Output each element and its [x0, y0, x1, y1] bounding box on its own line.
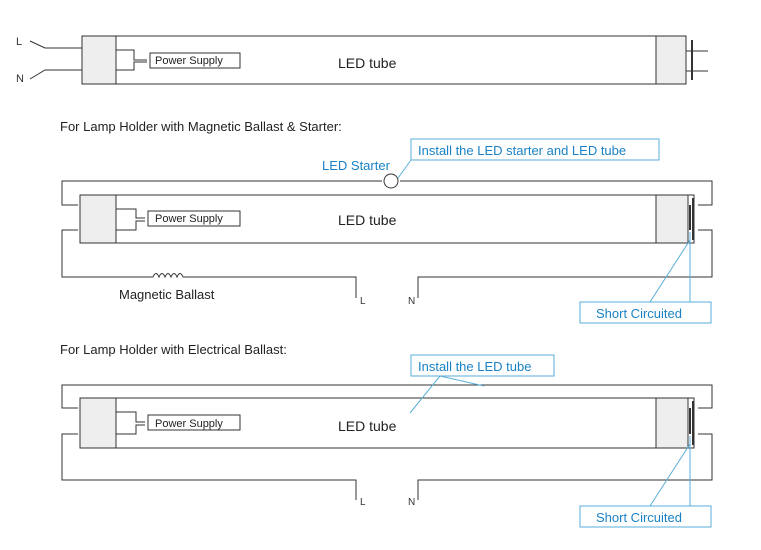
callout-pointer-starter — [397, 159, 412, 179]
callout-install-tube: Install the LED tube — [418, 359, 531, 374]
callout-box-short-circuited-2 — [579, 505, 712, 528]
diagram-electrical-ballast — [61, 384, 713, 500]
label-l-electrical: L — [360, 497, 366, 508]
wire-ballast-to-l — [183, 276, 357, 298]
led-tube-label-1: LED tube — [338, 55, 397, 71]
label-n-direct: N — [16, 73, 24, 85]
wire-left-to-l — [61, 433, 357, 500]
tube-end-cap-right-2 — [655, 194, 689, 244]
led-starter-symbol — [383, 173, 399, 189]
tube-end-cap-right-1 — [655, 35, 687, 85]
callout-install-starter-and-tube: Install the LED starter and LED tube — [418, 143, 626, 158]
wire-l-direct — [29, 40, 82, 49]
label-n-electrical: N — [408, 497, 415, 508]
wire-right-to-n — [417, 229, 713, 298]
power-supply-label-2: Power Supply — [155, 213, 223, 225]
power-supply-label-1: Power Supply — [155, 55, 223, 67]
magnetic-ballast-coil — [152, 273, 184, 279]
callout-box-install-tube — [410, 354, 555, 377]
ps-wire-top-1 — [116, 49, 147, 61]
label-n-magnetic: N — [408, 296, 415, 307]
led-tube-label-3: LED tube — [338, 418, 397, 434]
callout-pointer-tube-left — [409, 375, 441, 414]
ps-wire-bottom-2 — [116, 220, 145, 231]
tube-end-cap-left-1 — [81, 35, 117, 85]
wire-starter-left — [61, 180, 382, 206]
wire-top-loop — [61, 384, 713, 409]
callout-pointer-short-2b — [649, 443, 691, 507]
diagram-direct-wiring — [29, 35, 708, 85]
callout-box-install-starter — [410, 138, 660, 161]
callout-pointer-tube-right — [439, 375, 485, 387]
callouts-magnetic — [397, 138, 712, 324]
label-l-magnetic: L — [360, 296, 366, 307]
ps-wire-bottom-1 — [116, 61, 147, 71]
wire-starter-right — [400, 180, 713, 206]
ps-wire-top-3 — [116, 411, 145, 423]
label-l-direct: L — [16, 36, 22, 48]
led-starter-label: LED Starter — [322, 158, 391, 173]
tube-end-cap-left-2 — [79, 194, 117, 244]
tube-end-cap-right-3 — [655, 397, 689, 449]
power-supply-box-3 — [147, 414, 241, 431]
callout-pointer-short-1b — [649, 239, 691, 303]
power-supply-box-1 — [149, 52, 241, 69]
callouts-electrical — [409, 354, 712, 528]
callout-box-short-circuited-1 — [579, 301, 712, 324]
callout-short-circuited-1: Short Circuited — [596, 306, 682, 321]
wire-right-to-n-2 — [417, 433, 713, 500]
wire-to-ballast — [61, 229, 153, 278]
callout-short-circuited-2: Short Circuited — [596, 510, 682, 525]
section-title-electrical: For Lamp Holder with Electrical Ballast: — [60, 342, 287, 357]
magnetic-ballast-label: Magnetic Ballast — [119, 287, 215, 302]
power-supply-label-3: Power Supply — [155, 418, 223, 430]
ps-wire-top-2 — [116, 208, 145, 219]
wire-n-direct — [29, 69, 82, 80]
diagram-magnetic-ballast — [61, 173, 713, 298]
power-supply-box-2 — [147, 210, 241, 227]
section-title-magnetic: For Lamp Holder with Magnetic Ballast & … — [60, 119, 342, 134]
led-tube-label-2: LED tube — [338, 212, 397, 228]
tube-end-cap-left-3 — [79, 397, 117, 449]
ps-wire-bottom-3 — [116, 424, 145, 435]
